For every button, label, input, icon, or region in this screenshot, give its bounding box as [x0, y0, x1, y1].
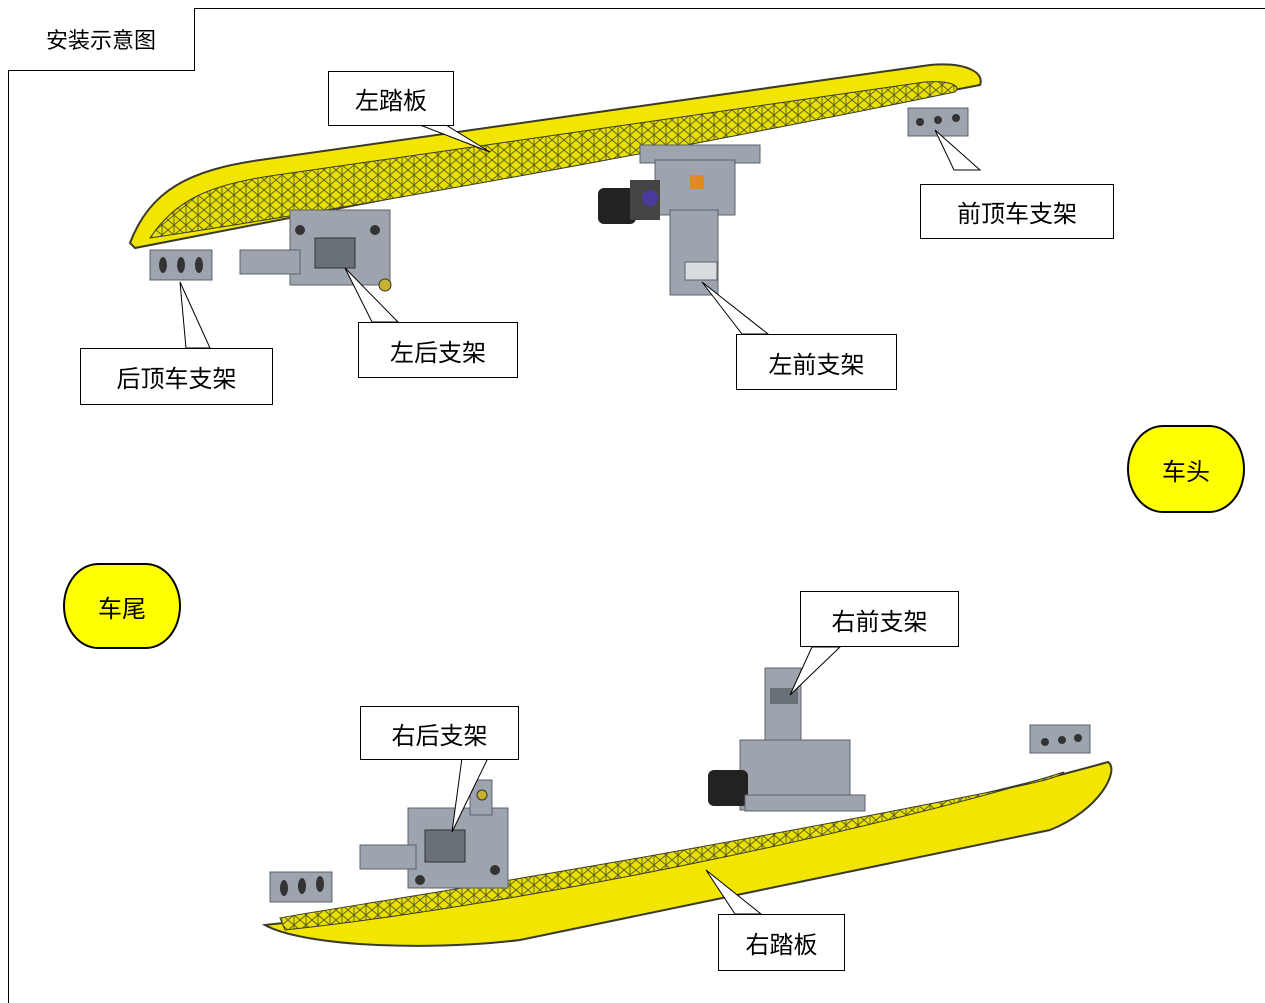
right-rear-bracket-part: [359, 779, 509, 889]
diagram-frame: [8, 8, 1265, 1003]
right-front-bracket-part: [708, 667, 866, 812]
label-right-board: 右踏板: [718, 914, 845, 971]
label-rear-roof-bracket: 后顶车支架: [80, 348, 273, 405]
front-roof-bracket-bottom: [1029, 724, 1091, 754]
right-running-board: [261, 760, 1113, 947]
front-roof-bracket-top: [907, 107, 969, 137]
rear-roof-bracket-top: [149, 249, 213, 281]
label-vehicle-rear: 车尾: [63, 563, 181, 649]
label-left-board: 左踏板: [328, 71, 454, 126]
left-running-board: [128, 63, 982, 250]
label-left-front-bracket: 左前支架: [736, 334, 897, 390]
label-left-rear-bracket: 左后支架: [358, 322, 518, 378]
label-front-roof-bracket: 前顶车支架: [920, 184, 1114, 239]
left-front-bracket-part: [598, 144, 761, 296]
left-rear-bracket-part: [239, 209, 392, 292]
label-vehicle-front: 车头: [1127, 425, 1245, 513]
diagram-title: 安装示意图: [8, 8, 195, 71]
rear-roof-bracket-bottom: [269, 871, 333, 903]
label-right-front-bracket: 右前支架: [800, 591, 959, 647]
label-right-rear-bracket: 右后支架: [360, 706, 519, 760]
